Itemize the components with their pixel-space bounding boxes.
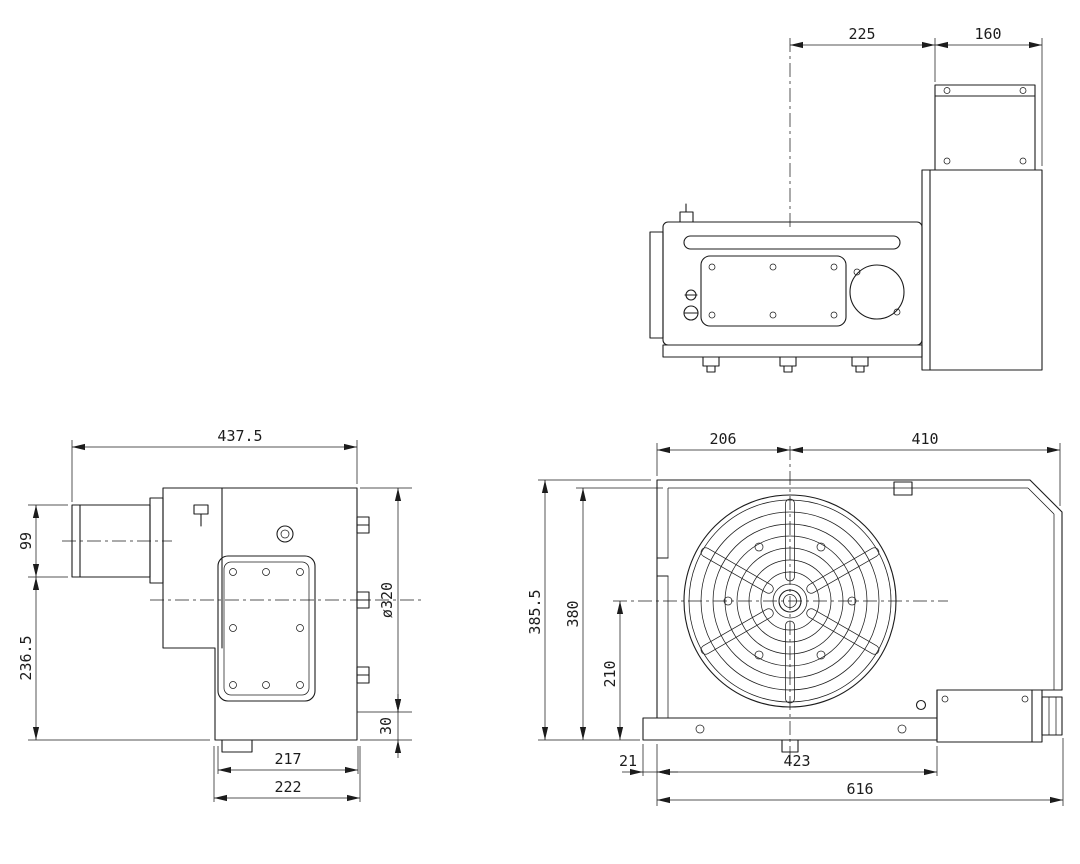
dim-30: 30: [377, 717, 395, 735]
dim-206: 206: [709, 430, 736, 448]
view-front-elevation: 206 410 385.5 380 210 21 423 616: [526, 430, 1064, 806]
dim-380: 380: [564, 600, 582, 627]
dim-99: 99: [17, 532, 35, 550]
dim-385-5: 385.5: [526, 589, 544, 634]
dim-236-5: 236.5: [17, 635, 35, 680]
view-left-elevation: 437.5 99 236.5 ø320 30 217 222: [17, 427, 425, 802]
dim-423: 423: [783, 752, 810, 770]
view-side-elevation: 225 160: [649, 25, 1043, 373]
dim-217: 217: [274, 750, 301, 768]
dim-dia-320: ø320: [378, 582, 396, 618]
dim-437-5: 437.5: [217, 427, 262, 445]
dim-21: 21: [619, 752, 637, 770]
dim-210: 210: [601, 660, 619, 687]
dim-160: 160: [974, 25, 1001, 43]
dim-222: 222: [274, 778, 301, 796]
dim-225: 225: [848, 25, 875, 43]
dim-410: 410: [911, 430, 938, 448]
dim-616: 616: [846, 780, 873, 798]
